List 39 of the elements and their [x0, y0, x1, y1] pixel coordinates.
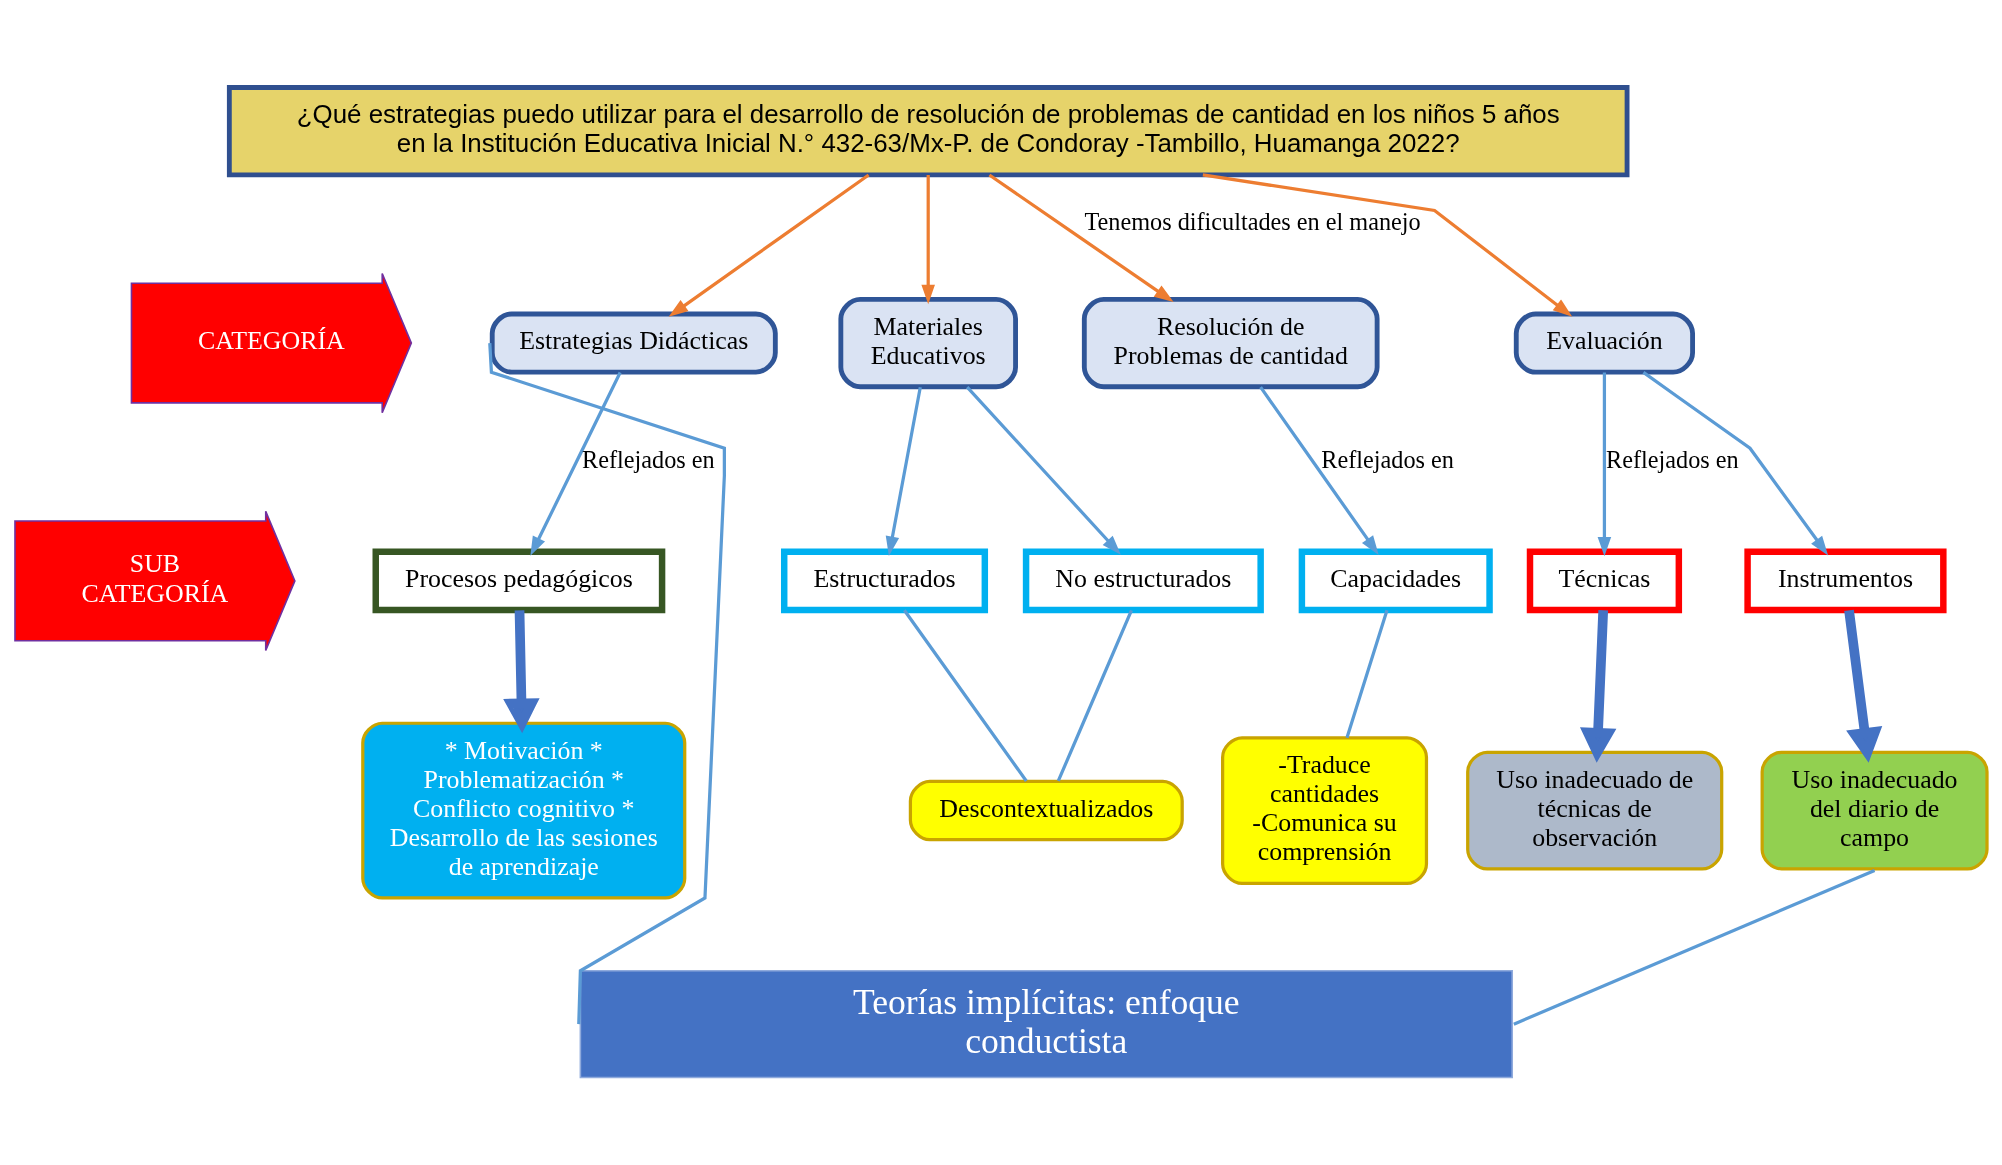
arrow [1259, 386, 1379, 556]
arrow [503, 610, 540, 734]
connector [1056, 609, 1133, 782]
arrow [965, 386, 1121, 555]
arrow [1844, 609, 1883, 763]
node-box: Capacidades [1298, 548, 1493, 614]
edge-label: Tenemos dificultades en el manejo [1084, 207, 1421, 235]
node-box: Procesos pedagógicos [372, 548, 666, 614]
node-box: Materiales Educativos [838, 296, 1018, 390]
node-box: ¿Qué estrategias puedo utilizar para el desarrollo de resolución de problemas de cantidad en los niños 5 años en la Institución Educativa Inicial N.° 432-63/Mx-P. de Condoray -Tambillo, Huamanga 2022? [226, 85, 1630, 178]
node-box: Teorías implícitas: enfoque conductista [579, 969, 1513, 1079]
node-box: Instrumentos [1744, 548, 1947, 614]
arrow [530, 371, 622, 556]
arrow [1579, 610, 1617, 763]
edge-label: Reflejados en [1321, 445, 1454, 473]
arrow [1597, 372, 1612, 557]
node-box: Evaluación [1513, 311, 1695, 375]
connector [1513, 868, 1876, 1026]
node-box: Estructurados [781, 548, 989, 614]
arrow [921, 175, 935, 305]
edge-label: Reflejados en [582, 445, 715, 473]
arrow [668, 173, 870, 317]
node-box: Uso inadecuado del diario de campo [1760, 750, 1989, 871]
arrow [1202, 173, 1573, 317]
arrow [885, 386, 922, 556]
node-box: Uso inadecuado de técnicas de observación [1466, 750, 1724, 871]
connector [488, 342, 726, 1025]
node-box: -Traduce cantidades -Comunica su comprensión [1221, 736, 1429, 885]
connector [1345, 609, 1389, 739]
node-box: * Motivación * Problematización * Conflicto cognitivo * Desarrollo de las sesiones de aprendizaje [361, 721, 687, 900]
connector [903, 609, 1028, 782]
edge-label: Reflejados en [1606, 445, 1739, 473]
arrow [1642, 371, 1829, 556]
node-box: Estrategias Didácticas [489, 311, 778, 375]
arrow [988, 173, 1174, 303]
node-box: Descontextualizados [908, 779, 1184, 842]
node-box: Resolución de Problemas de cantidad [1081, 296, 1380, 390]
node-box: Técnicas [1526, 548, 1683, 614]
node-box: No estructurados [1022, 548, 1264, 614]
